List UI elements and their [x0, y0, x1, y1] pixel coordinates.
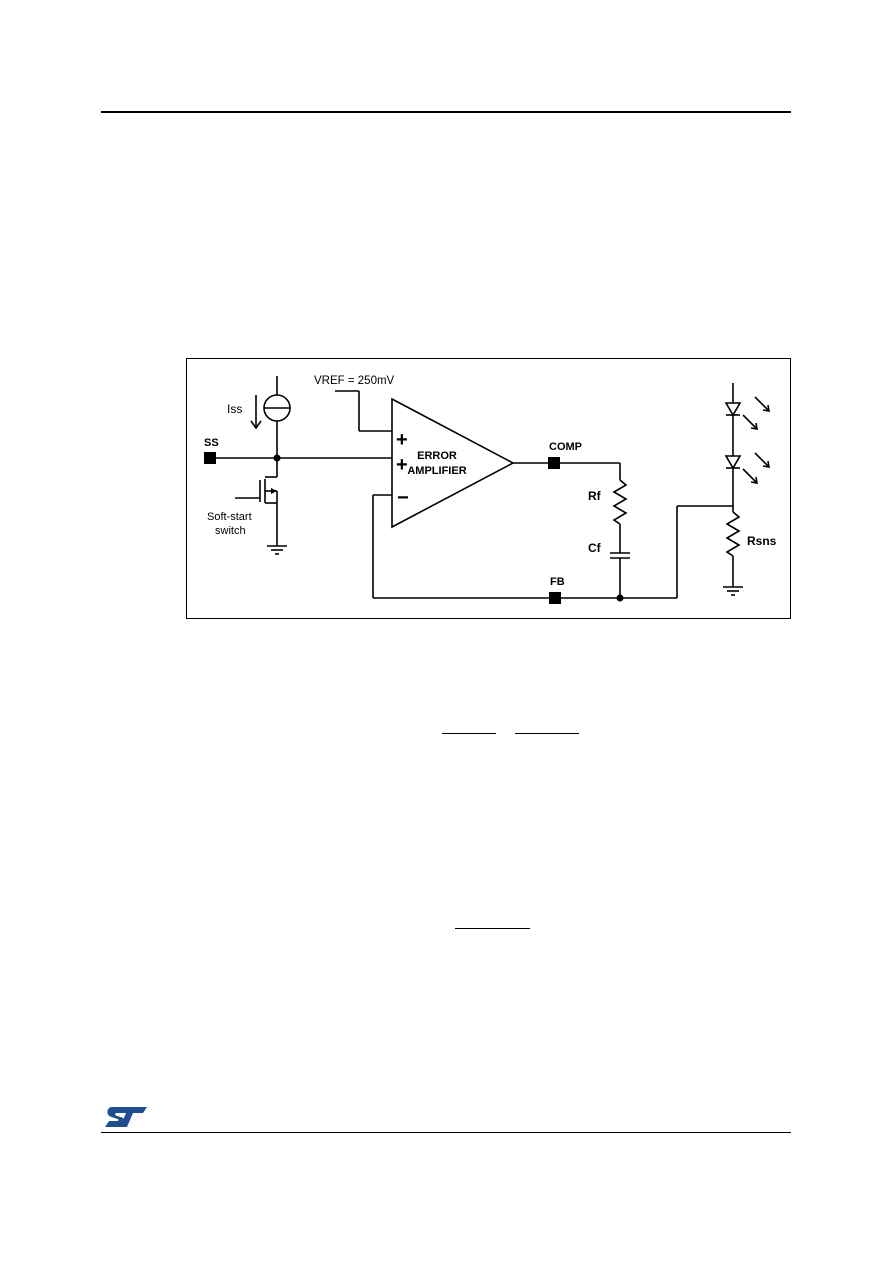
equation-2-fraction-bar — [455, 928, 530, 929]
led-2-icon — [724, 455, 742, 470]
rf-resistor-icon — [612, 479, 628, 525]
iss-label: Iss — [227, 402, 242, 416]
vref-label: VREF = 250mV — [314, 375, 395, 387]
fb-pin-square — [549, 592, 561, 604]
circuit-diagram: VREF = 250mV Iss SS + + − ERROR AMPLIFIE… — [204, 375, 777, 604]
rsns-resistor-icon — [725, 511, 741, 557]
ss-pin-label: SS — [204, 437, 219, 449]
softstart-label-line2: switch — [215, 525, 246, 537]
st-logo — [105, 1107, 147, 1127]
iss-arrow-head — [250, 420, 262, 430]
emission-arrow-icon — [754, 396, 770, 412]
comp-pin-label: COMP — [549, 441, 582, 453]
error-amplifier-icon — [391, 397, 515, 529]
junction-dot — [273, 454, 281, 462]
footer-rule — [101, 1132, 791, 1133]
circuit-figure: VREF = 250mV Iss SS + + − ERROR AMPLIFIE… — [186, 358, 791, 619]
amp-label-line2: AMPLIFIER — [407, 465, 466, 477]
header-rule — [101, 111, 791, 113]
led-1-icon — [724, 402, 742, 417]
equation-1-fraction-bar-a — [442, 733, 496, 734]
junction-dot — [616, 594, 624, 602]
comp-pin-square — [548, 457, 560, 469]
plus-sign-1: + — [396, 429, 408, 451]
fb-pin-label: FB — [550, 576, 565, 588]
softstart-label-line1: Soft-start — [207, 511, 252, 523]
rf-label: Rf — [588, 489, 602, 503]
rsns-label: Rsns — [747, 534, 777, 548]
cf-label: Cf — [588, 541, 602, 555]
equation-1-fraction-bar-b — [515, 733, 579, 734]
amp-label-line1: ERROR — [417, 450, 457, 462]
minus-sign: − — [397, 487, 409, 509]
plus-sign-2: + — [396, 454, 408, 476]
ss-pin-square — [204, 452, 216, 464]
